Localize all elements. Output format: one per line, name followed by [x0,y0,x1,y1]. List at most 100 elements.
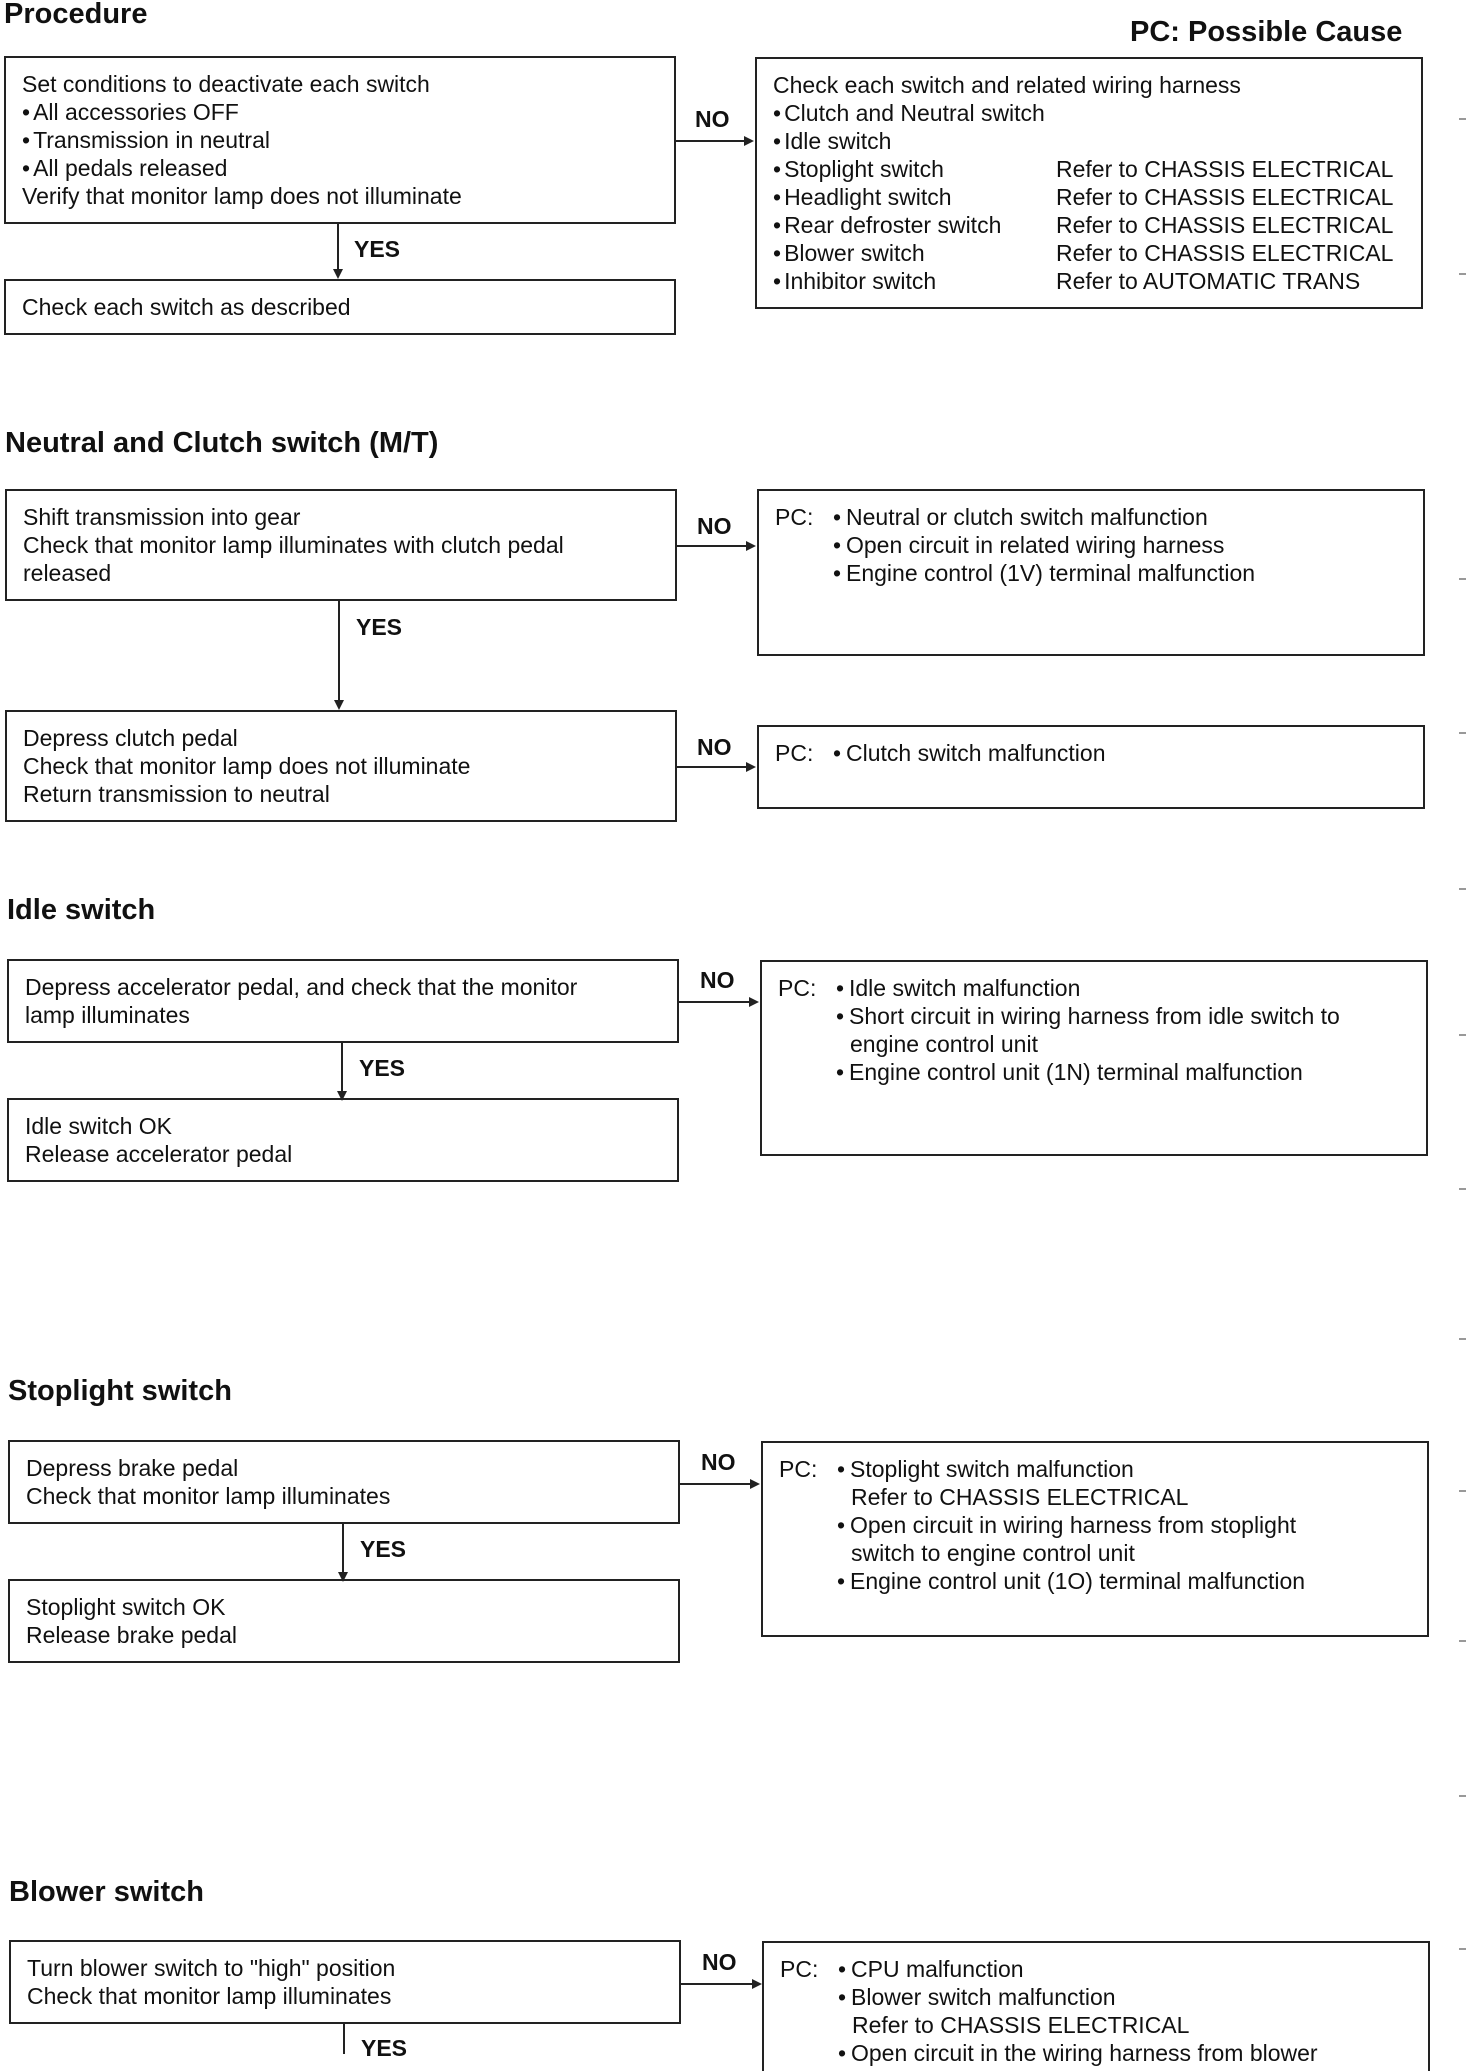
pc-item: Open circuit in related wiring harness [833,531,1407,559]
margin-tick [1459,1034,1466,1036]
neutral-step2-box: Depress clutch pedal Check that monitor … [5,710,677,822]
pc-item: CPU malfunction [838,1955,1412,1983]
connector-line [681,1983,752,1985]
pc-item: Engine control unit (1O) terminal malfun… [837,1567,1411,1595]
procedure-step1-line: Set conditions to deactivate each switch [22,71,430,97]
no-label: NO [701,1449,736,1475]
neutral-step1-line: released [23,560,112,586]
arrow-down-icon [337,1091,347,1101]
pc-prefix: PC: [775,740,814,766]
procedure-step1-footer: Verify that monitor lamp does not illumi… [22,183,462,209]
arrow-right-icon [746,762,756,772]
stoplight-step1-box: Depress brake pedal Check that monitor l… [8,1440,680,1524]
pc-prefix: PC: [778,975,817,1001]
idle-step2-line: Release accelerator pedal [25,1141,293,1167]
idle-step1-line: Depress accelerator pedal, and check tha… [25,974,578,1000]
margin-tick [1459,1188,1466,1190]
no-label: NO [697,513,732,539]
procedure-step1-bullet: Transmission in neutral [22,126,658,154]
arrow-down-icon [334,700,344,710]
arrow-down-icon [338,1572,348,1582]
connector-line [679,1001,749,1003]
idle-title: Idle switch [7,894,156,926]
blower-step1-line: Check that monitor lamp illuminates [27,1983,392,2009]
pc-item: Idle switch malfunction [836,974,1410,1002]
idle-step2-box: Idle switch OK Release accelerator pedal [7,1098,679,1182]
pc-item: Clutch switch malfunction [833,739,1407,767]
no-label: NO [702,1949,737,1975]
idle-step1-box: Depress accelerator pedal, and check tha… [7,959,679,1043]
connector-line [338,601,340,700]
check-switches-title: Check each switch and related wiring har… [773,72,1241,98]
idle-pc-box: PC: Idle switch malfunction Short circui… [760,960,1428,1156]
stoplight-step2-box: Stoplight switch OK Release brake pedal [8,1579,680,1663]
procedure-step1-bullet: All pedals released [22,154,658,182]
margin-tick [1459,888,1466,890]
pc-item: Open circuit in wiring harness from stop… [837,1511,1411,1539]
yes-label: YES [356,614,403,640]
margin-tick [1459,1640,1466,1642]
margin-tick [1459,273,1466,275]
idle-step1-line: lamp illuminates [25,1002,190,1028]
stoplight-step2-line: Release brake pedal [26,1622,237,1648]
neutral-step2-line: Check that monitor lamp does not illumin… [23,753,471,779]
neutral-clutch-title: Neutral and Clutch switch (M/T) [5,427,439,459]
stoplight-step2-line: Stoplight switch OK [26,1594,226,1620]
pc-prefix: PC: [780,1956,819,1982]
yes-label: YES [361,2035,408,2061]
blower-title: Blower switch [9,1876,204,1908]
neutral-pc1-box: PC: Neutral or clutch switch malfunction… [757,489,1425,656]
connector-line [341,1043,343,1091]
margin-tick [1459,578,1466,580]
arrow-right-icon [752,1979,762,1989]
pc-item: Stoplight switch malfunction [837,1455,1411,1483]
margin-tick [1459,118,1466,120]
connector-line [680,1483,750,1485]
pc-legend: PC: Possible Cause [1130,16,1403,48]
pc-item: Open circuit in the wiring harness from … [838,2039,1412,2067]
neutral-step1-line: Check that monitor lamp illuminates with… [23,532,564,558]
pc-item: Engine control unit (1N) terminal malfun… [836,1058,1410,1086]
connector-line [342,1524,344,1572]
neutral-pc2-box: PC: Clutch switch malfunction [757,725,1425,809]
pc-item-sub: switch to engine control unit [851,1540,1135,1566]
margin-tick [1459,1948,1466,1950]
arrow-right-icon [746,541,756,551]
arrow-right-icon [744,136,754,146]
margin-tick [1459,1338,1466,1340]
no-label: NO [700,967,735,993]
stoplight-pc-box: PC: Stoplight switch malfunction Refer t… [761,1441,1429,1637]
idle-step2-line: Idle switch OK [25,1113,172,1139]
yes-label: YES [354,236,401,262]
switch-row: Clutch and Neutral switch [773,99,1405,127]
pc-item-sub: Refer to CHASSIS ELECTRICAL [852,2012,1190,2038]
procedure-title: Procedure [4,0,148,30]
stoplight-step1-line: Check that monitor lamp illuminates [26,1483,391,1509]
pc-item: Short circuit in wiring harness from idl… [836,1002,1410,1030]
connector-line [677,766,746,768]
pc-item: Blower switch malfunction [838,1983,1412,2011]
procedure-step2-text: Check each switch as described [22,294,351,320]
connector-line [677,545,746,547]
neutral-step2-line: Return transmission to neutral [23,781,330,807]
pc-item-sub: Refer to CHASSIS ELECTRICAL [851,1484,1189,1510]
pc-item: Engine control (1V) terminal malfunction [833,559,1407,587]
stoplight-step1-line: Depress brake pedal [26,1455,239,1481]
neutral-step1-line: Shift transmission into gear [23,504,301,530]
yes-label: YES [360,1536,407,1562]
yes-label: YES [359,1055,406,1081]
connector-line [337,224,339,269]
no-label: NO [695,106,730,132]
margin-tick [1459,1490,1466,1492]
arrow-right-icon [749,997,759,1007]
stoplight-title: Stoplight switch [8,1375,232,1407]
arrow-right-icon [750,1479,760,1489]
blower-step1-box: Turn blower switch to "high" position Ch… [9,1940,681,2024]
arrow-down-icon [333,269,343,279]
connector-line [676,140,744,142]
switch-row: Idle switch [773,127,1405,155]
margin-tick [1459,732,1466,734]
